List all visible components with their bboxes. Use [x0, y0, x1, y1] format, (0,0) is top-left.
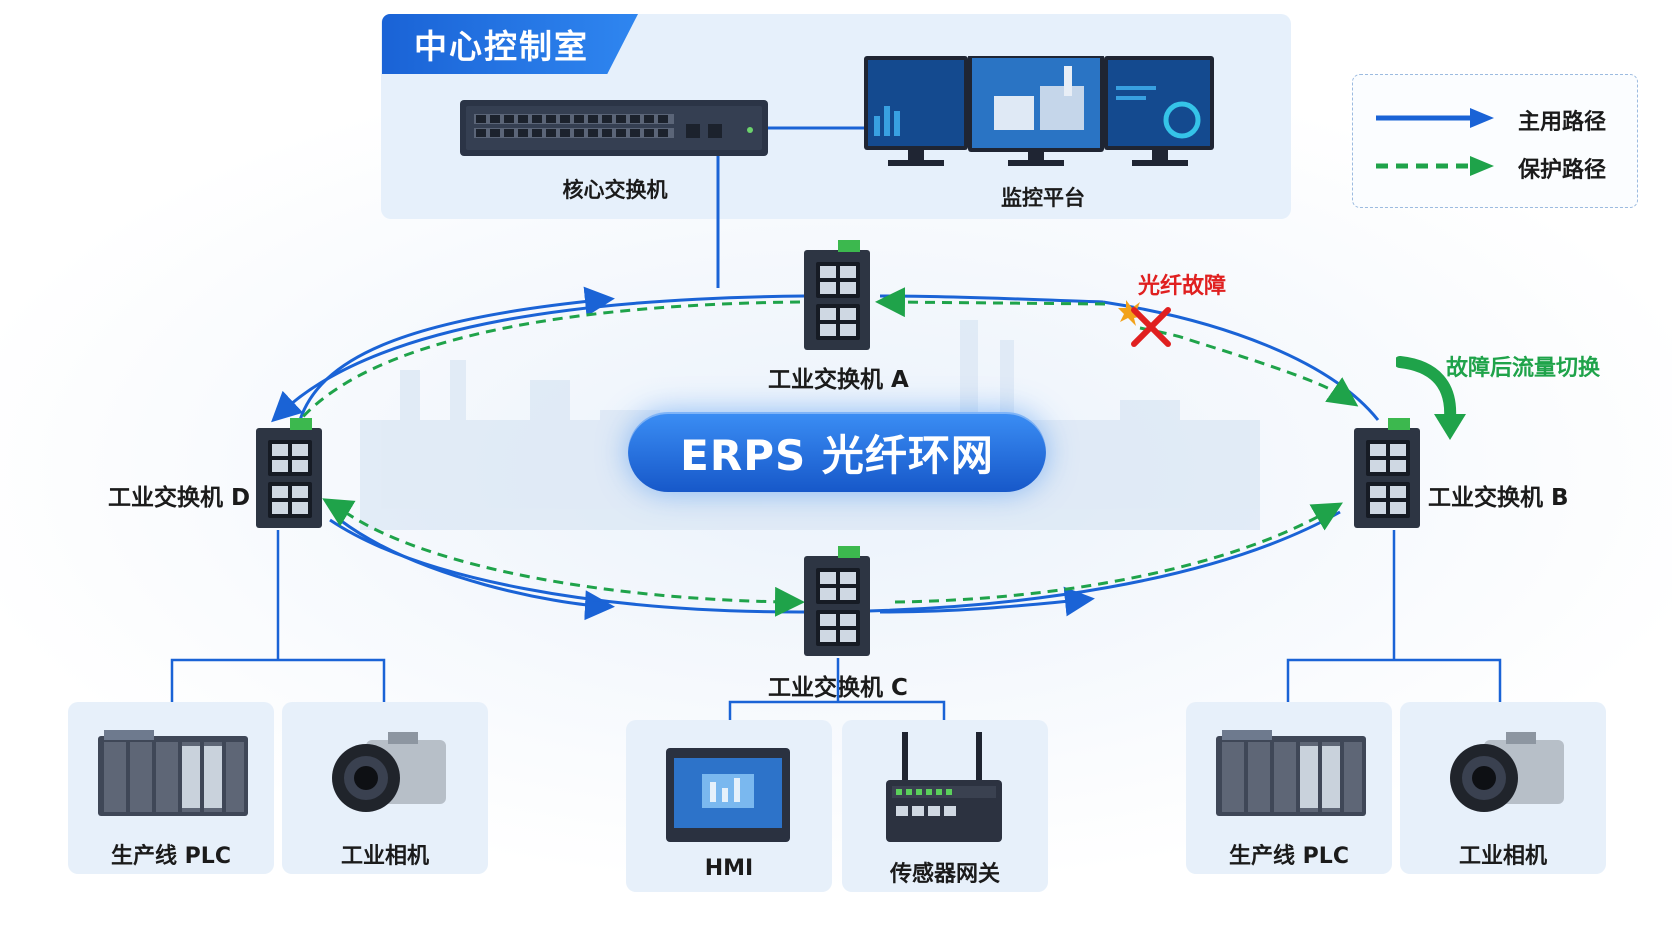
industrial-camera-icon — [1450, 732, 1564, 812]
monitoring-platform-icon — [864, 56, 1214, 166]
fiber-fault-icon — [1118, 300, 1171, 347]
switchover-arrow-icon — [1396, 356, 1466, 440]
hmi-icon — [666, 748, 790, 842]
core-switch-label: 核心交换机 — [562, 178, 668, 202]
left-plc-card: 生产线 PLC — [68, 702, 274, 874]
right-plc-card: 生产线 PLC — [1186, 702, 1392, 874]
right-camera-label: 工业相机 — [1458, 844, 1547, 869]
gateway-card: 传感器网关 — [842, 720, 1048, 892]
switch-a-label: 工业交换机 A — [768, 367, 909, 393]
hmi-card: HMI — [626, 720, 832, 892]
left-camera-card: 工业相机 — [282, 702, 488, 874]
left-camera-label: 工业相机 — [340, 844, 429, 869]
left-plc-label: 生产线 PLC — [111, 844, 231, 869]
right-plc-label: 生产线 PLC — [1229, 844, 1349, 869]
switch-b-label: 工业交换机 B — [1428, 485, 1569, 511]
switchover-label: 故障后流量切换 — [1446, 356, 1601, 381]
legend-line-icons — [1376, 108, 1494, 176]
fiber-fault-label: 光纤故障 — [1138, 274, 1227, 299]
plc-icon — [98, 730, 248, 816]
legend-backup-label: 保护路径 — [1518, 158, 1607, 183]
switch-d-label: 工业交换机 D — [108, 485, 251, 511]
plc-icon — [1216, 730, 1366, 816]
switch-a-icon — [804, 240, 870, 350]
hmi-label: HMI — [704, 856, 754, 881]
gateway-label: 传感器网关 — [889, 862, 1000, 887]
monitoring-platform-label: 监控平台 — [1001, 186, 1085, 210]
sensor-gateway-icon — [886, 732, 1002, 842]
switch-b-icon — [1354, 418, 1420, 528]
legend-primary-label: 主用路径 — [1518, 110, 1607, 135]
ring-title-badge: ERPS 光纤环网 — [628, 412, 1046, 492]
switch-d-icon — [256, 418, 322, 528]
switch-c-icon — [804, 546, 870, 656]
core-switch-icon — [460, 100, 768, 156]
control-room-title: 中心控制室 — [382, 14, 638, 74]
legend — [1352, 74, 1638, 208]
right-camera-card: 工业相机 — [1400, 702, 1606, 874]
industrial-camera-icon — [332, 732, 446, 812]
